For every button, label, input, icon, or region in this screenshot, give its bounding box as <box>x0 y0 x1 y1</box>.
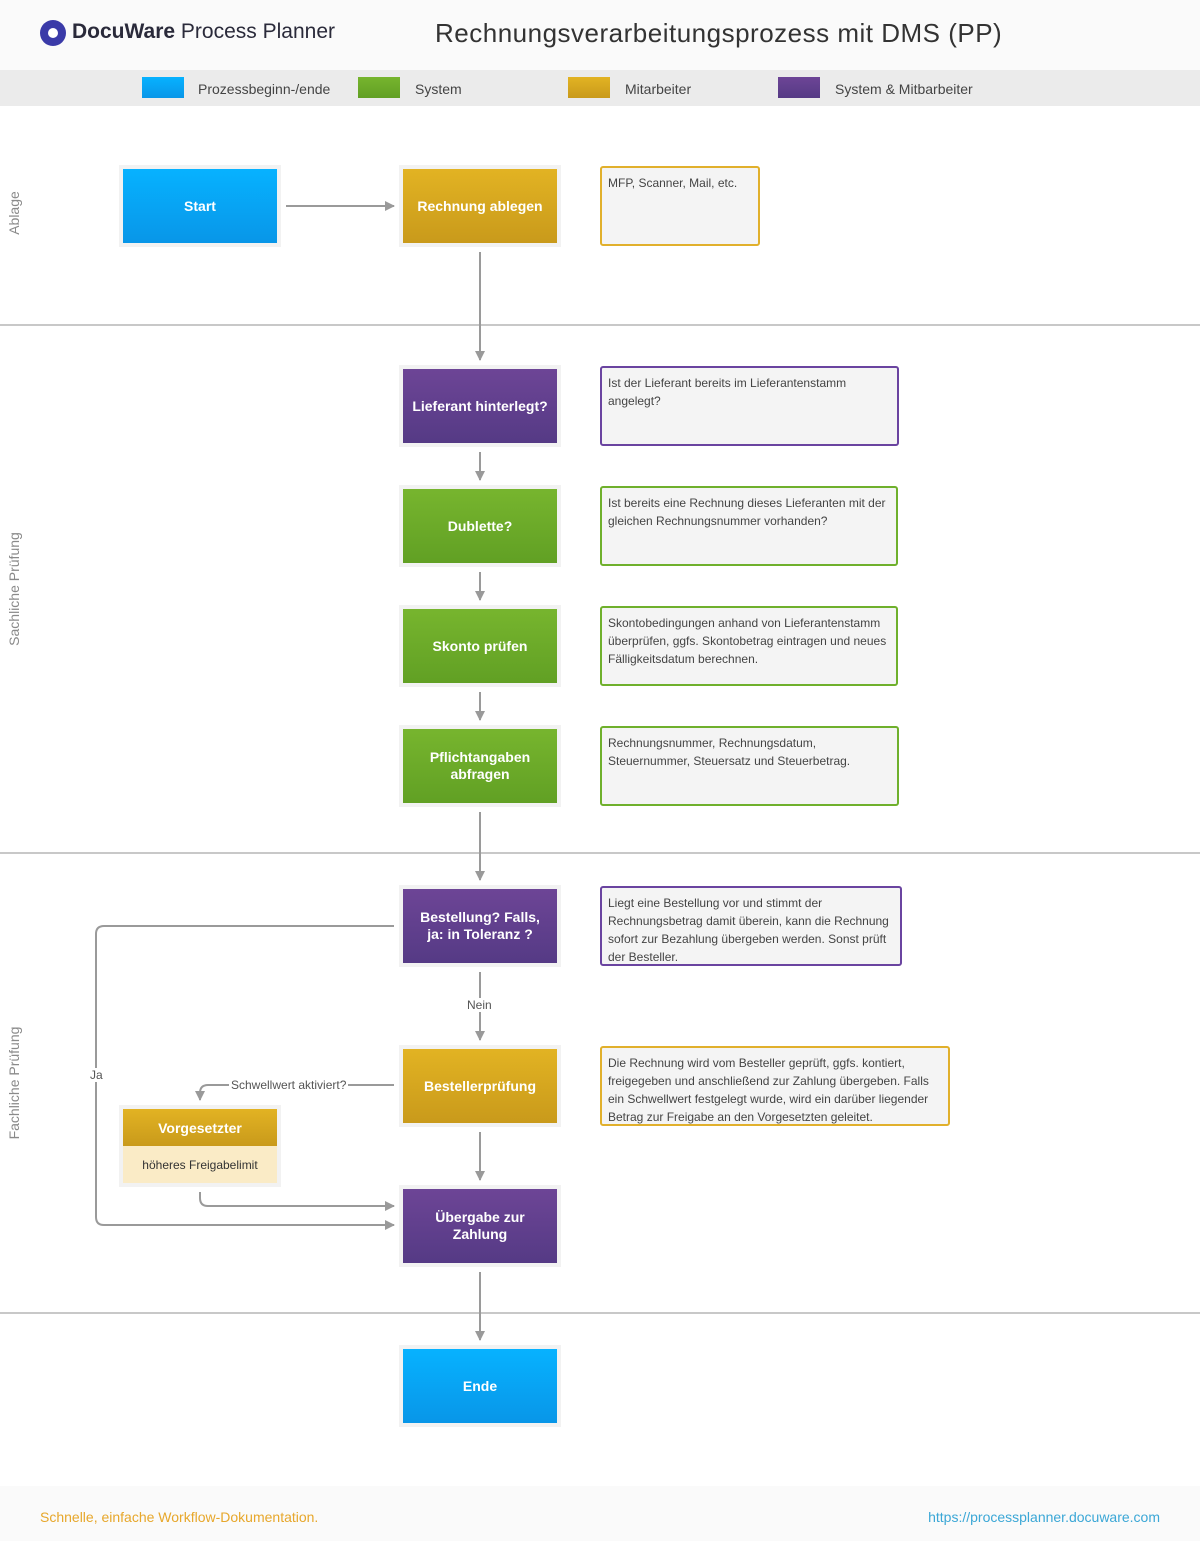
step-dublette-label: Dublette? <box>447 517 513 534</box>
legend-label-mitarbeiter: Mitarbeiter <box>625 81 692 97</box>
legend-swatch-system-mitarbeiter <box>778 77 820 98</box>
lane-divider <box>0 1312 1200 1314</box>
note-dublette: Ist bereits eine Rechnung dieses Liefera… <box>600 486 898 566</box>
step-start-label: Start <box>184 197 216 214</box>
header: DocuWare Process Planner Rechnungsverarb… <box>0 0 1200 70</box>
docuware-logo-icon <box>40 20 66 46</box>
step-lieferant-label: Lieferant hinterlegt? <box>412 397 548 414</box>
footer-slogan: Schnelle, einfache Workflow-Dokumentatio… <box>40 1509 319 1525</box>
logo-brand: DocuWare <box>72 20 176 43</box>
legend: Prozessbeginn-/ende System Mitarbeiter S… <box>0 70 1200 106</box>
edge-label-ja: Ja <box>88 1068 105 1082</box>
lane-divider <box>0 324 1200 326</box>
step-pflichtangaben[interactable]: Pflichtangaben abfragen <box>403 729 557 803</box>
step-dublette[interactable]: Dublette? <box>403 489 557 563</box>
step-pflicht-label: Pflichtangaben abfragen <box>429 749 531 782</box>
edge-bestellerpruefung-to-vorgesetzter <box>195 1084 394 1101</box>
logo-product: Process Planner <box>180 20 335 43</box>
edge-label-schwellwert: Schwellwert aktiviert? <box>229 1078 349 1092</box>
lane-divider <box>0 852 1200 854</box>
footer: Schnelle, einfache Workflow-Dokumentatio… <box>0 1486 1200 1541</box>
step-ende[interactable]: Ende <box>403 1349 557 1423</box>
step-bestellerpruefung-label: Bestellerprüfung <box>423 1077 536 1094</box>
note-skonto: Skontobedingungen anhand von Lieferanten… <box>600 606 898 686</box>
step-vorgesetzter-sublabel: höheres Freigabelimit <box>123 1146 277 1183</box>
step-ende-label: Ende <box>462 1377 498 1394</box>
logo-text: DocuWare Process Planner <box>72 20 335 44</box>
step-skonto-label: Skonto prüfen <box>432 637 528 654</box>
note-lieferant: Ist der Lieferant bereits im Lieferanten… <box>600 366 899 446</box>
legend-swatch-start-end <box>142 77 184 98</box>
note-pflicht: Rechnungsnummer, Rechnungsdatum, Steuern… <box>600 726 899 806</box>
edge-label-nein: Nein <box>465 998 494 1012</box>
page-title: Rechnungsverarbeitungsprozess mit DMS (P… <box>435 18 1003 48</box>
note-besteller: Die Rechnung wird vom Besteller geprüft,… <box>600 1046 950 1126</box>
note-bestellung: Liegt eine Bestellung vor und stimmt der… <box>600 886 902 966</box>
legend-label-system: System <box>415 81 462 97</box>
footer-url-link[interactable]: https://processplanner.docuware.com <box>928 1509 1160 1525</box>
step-start[interactable]: Start <box>123 169 277 243</box>
step-vorgesetzter-label: Vorgesetzter <box>123 1109 277 1146</box>
step-rechnung-ablegen[interactable]: Rechnung ablegen <box>403 169 557 243</box>
step-skonto-pruefen[interactable]: Skonto prüfen <box>403 609 557 683</box>
step-lieferant-hinterlegt[interactable]: Lieferant hinterlegt? <box>403 369 557 443</box>
step-rechnung-ablegen-label: Rechnung ablegen <box>417 197 543 214</box>
legend-label-start-end: Prozessbeginn-/ende <box>198 81 331 97</box>
step-uebergabe-label: Übergabe zur Zahlung <box>435 1209 525 1242</box>
legend-swatch-system <box>358 77 400 98</box>
step-bestellerpruefung[interactable]: Bestellerprüfung <box>403 1049 557 1123</box>
edge-vorgesetzter-to-uebergabe <box>199 1192 395 1211</box>
step-uebergabe-zahlung[interactable]: Übergabe zur Zahlung <box>403 1189 557 1263</box>
step-vorgesetzter[interactable]: Vorgesetzter höheres Freigabelimit <box>123 1109 277 1183</box>
legend-swatch-mitarbeiter <box>568 77 610 98</box>
step-bestellung[interactable]: Bestellung? Falls, ja: in Toleranz ? <box>403 889 557 963</box>
step-bestellung-label: Bestellung? Falls, ja: in Toleranz ? <box>420 909 540 942</box>
note-ablegen: MFP, Scanner, Mail, etc. <box>600 166 760 246</box>
legend-label-system-mitarbeiter: System & Mitbarbeiter <box>835 81 973 97</box>
